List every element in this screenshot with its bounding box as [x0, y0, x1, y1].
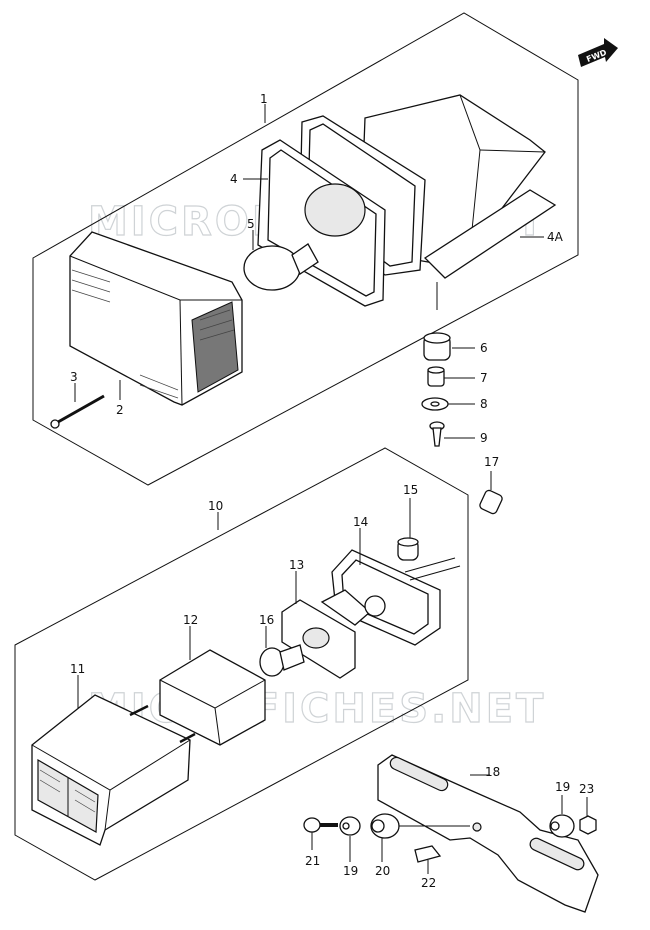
bulb-16-part: [259, 644, 305, 677]
collar-19-left-part: [339, 816, 361, 836]
bracket-18-part: [377, 754, 599, 913]
callout-13: 13: [289, 558, 304, 572]
callout-15: 15: [403, 483, 418, 497]
bolt-21-part: [303, 817, 338, 833]
callout-19-left: 19: [343, 864, 358, 878]
collar-17-part: [479, 489, 503, 515]
part-22: [414, 845, 442, 863]
callout-19-right: 19: [555, 780, 570, 794]
fwd-label: FWD: [585, 48, 608, 64]
housing-11-part: [31, 694, 196, 846]
socket-14-part: [320, 549, 461, 646]
callout-10: 10: [208, 499, 223, 513]
callout-17: 17: [484, 455, 499, 469]
grommet-15-part: [397, 537, 419, 561]
callout-12: 12: [183, 613, 198, 627]
callout-4: 4: [230, 172, 238, 186]
washer-8-part: [421, 397, 449, 411]
callout-1: 1: [260, 92, 268, 106]
tail-light-housing-part: [257, 94, 557, 310]
assembly-frame-10: [14, 447, 469, 881]
fwd-arrow-icon: FWD: [578, 38, 618, 67]
gasket-13-part: [281, 599, 356, 679]
callout-5: 5: [247, 217, 255, 231]
callout-11: 11: [70, 662, 85, 676]
callout-18: 18: [485, 765, 500, 779]
callout-23: 23: [579, 782, 594, 796]
grommet-6-part: [423, 332, 451, 361]
callout-3: 3: [70, 370, 78, 384]
callout-16: 16: [259, 613, 274, 627]
callout-21: 21: [305, 854, 320, 868]
spacer-7-part: [427, 366, 445, 387]
callout-20: 20: [375, 864, 390, 878]
bulb-5-part: [243, 236, 319, 291]
lens-2-part: [69, 231, 243, 406]
callout-2: 2: [116, 403, 124, 417]
leader-lines: [74, 104, 588, 874]
nut-23-part: [579, 815, 597, 835]
assembly-frame-1: [32, 12, 579, 486]
callout-7: 7: [480, 371, 488, 385]
screw-9-part: [429, 421, 445, 447]
callout-9: 9: [480, 431, 488, 445]
collar-20-part: [370, 813, 470, 839]
lens-12-part: [159, 649, 266, 746]
screw-3-part: [50, 394, 105, 429]
callout-6: 6: [480, 341, 488, 355]
collar-19-right-part: [549, 814, 575, 838]
callout-8: 8: [480, 397, 488, 411]
callout-22: 22: [421, 876, 436, 890]
callout-4a: 4A: [547, 230, 564, 244]
callout-14: 14: [353, 515, 368, 529]
